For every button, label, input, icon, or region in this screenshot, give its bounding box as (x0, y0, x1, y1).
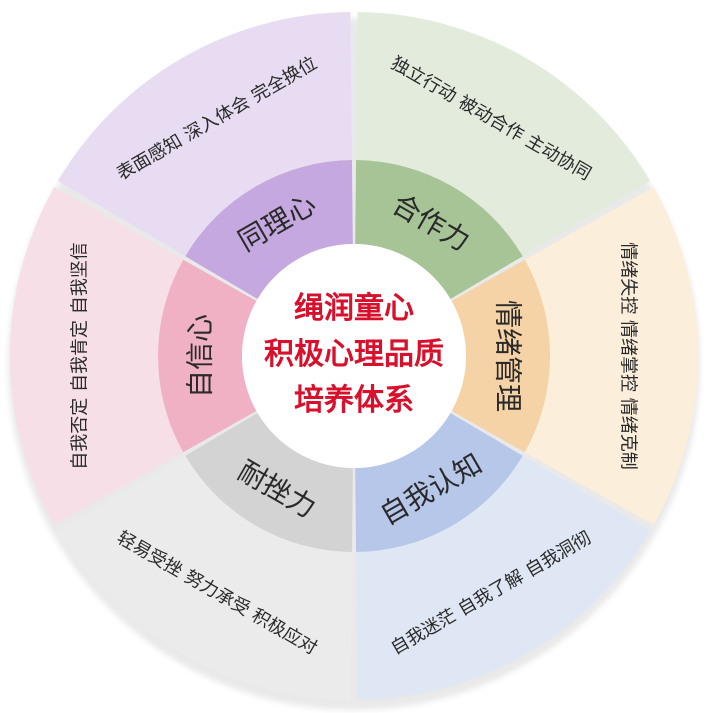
center-title-line-1: 绳润童心 (294, 291, 414, 326)
segment-2-outer-band (356, 12, 651, 257)
segment-0-outer-band (9, 187, 184, 525)
center-hub: 绳润童心 积极心理品质 培养体系 (242, 244, 466, 468)
segment-4-inner-band (355, 413, 523, 552)
segment-0-title: 自信心 (184, 314, 217, 398)
segment-3-levels: 情绪失控 情绪掌控 情绪克制 (618, 242, 639, 469)
segment-4-outer-band (356, 455, 651, 700)
segment-0: 自信心 自我否定 自我肯定 自我坚信 (9, 187, 257, 525)
segment-3-title: 情绪管理 (492, 300, 525, 412)
segment-2-inner-band (355, 160, 523, 299)
center-circle (242, 244, 466, 468)
segment-3-inner-band (451, 259, 551, 453)
segment-1-outer-band (57, 12, 352, 257)
center-title-line-3: 培养体系 (294, 383, 414, 418)
segment-3: 情绪管理 情绪失控 情绪掌控 情绪克制 (451, 187, 698, 525)
segment-0-inner-band (158, 259, 257, 453)
segment-5-inner-band (185, 413, 353, 552)
center-title-line-2: 积极心理品质 (264, 337, 444, 372)
segment-5-outer-band (57, 455, 352, 700)
segment-1-inner-band (185, 160, 353, 299)
segment-3-outer-band (524, 187, 698, 525)
segment-0-levels: 自我否定 自我肯定 自我坚信 (70, 242, 91, 469)
